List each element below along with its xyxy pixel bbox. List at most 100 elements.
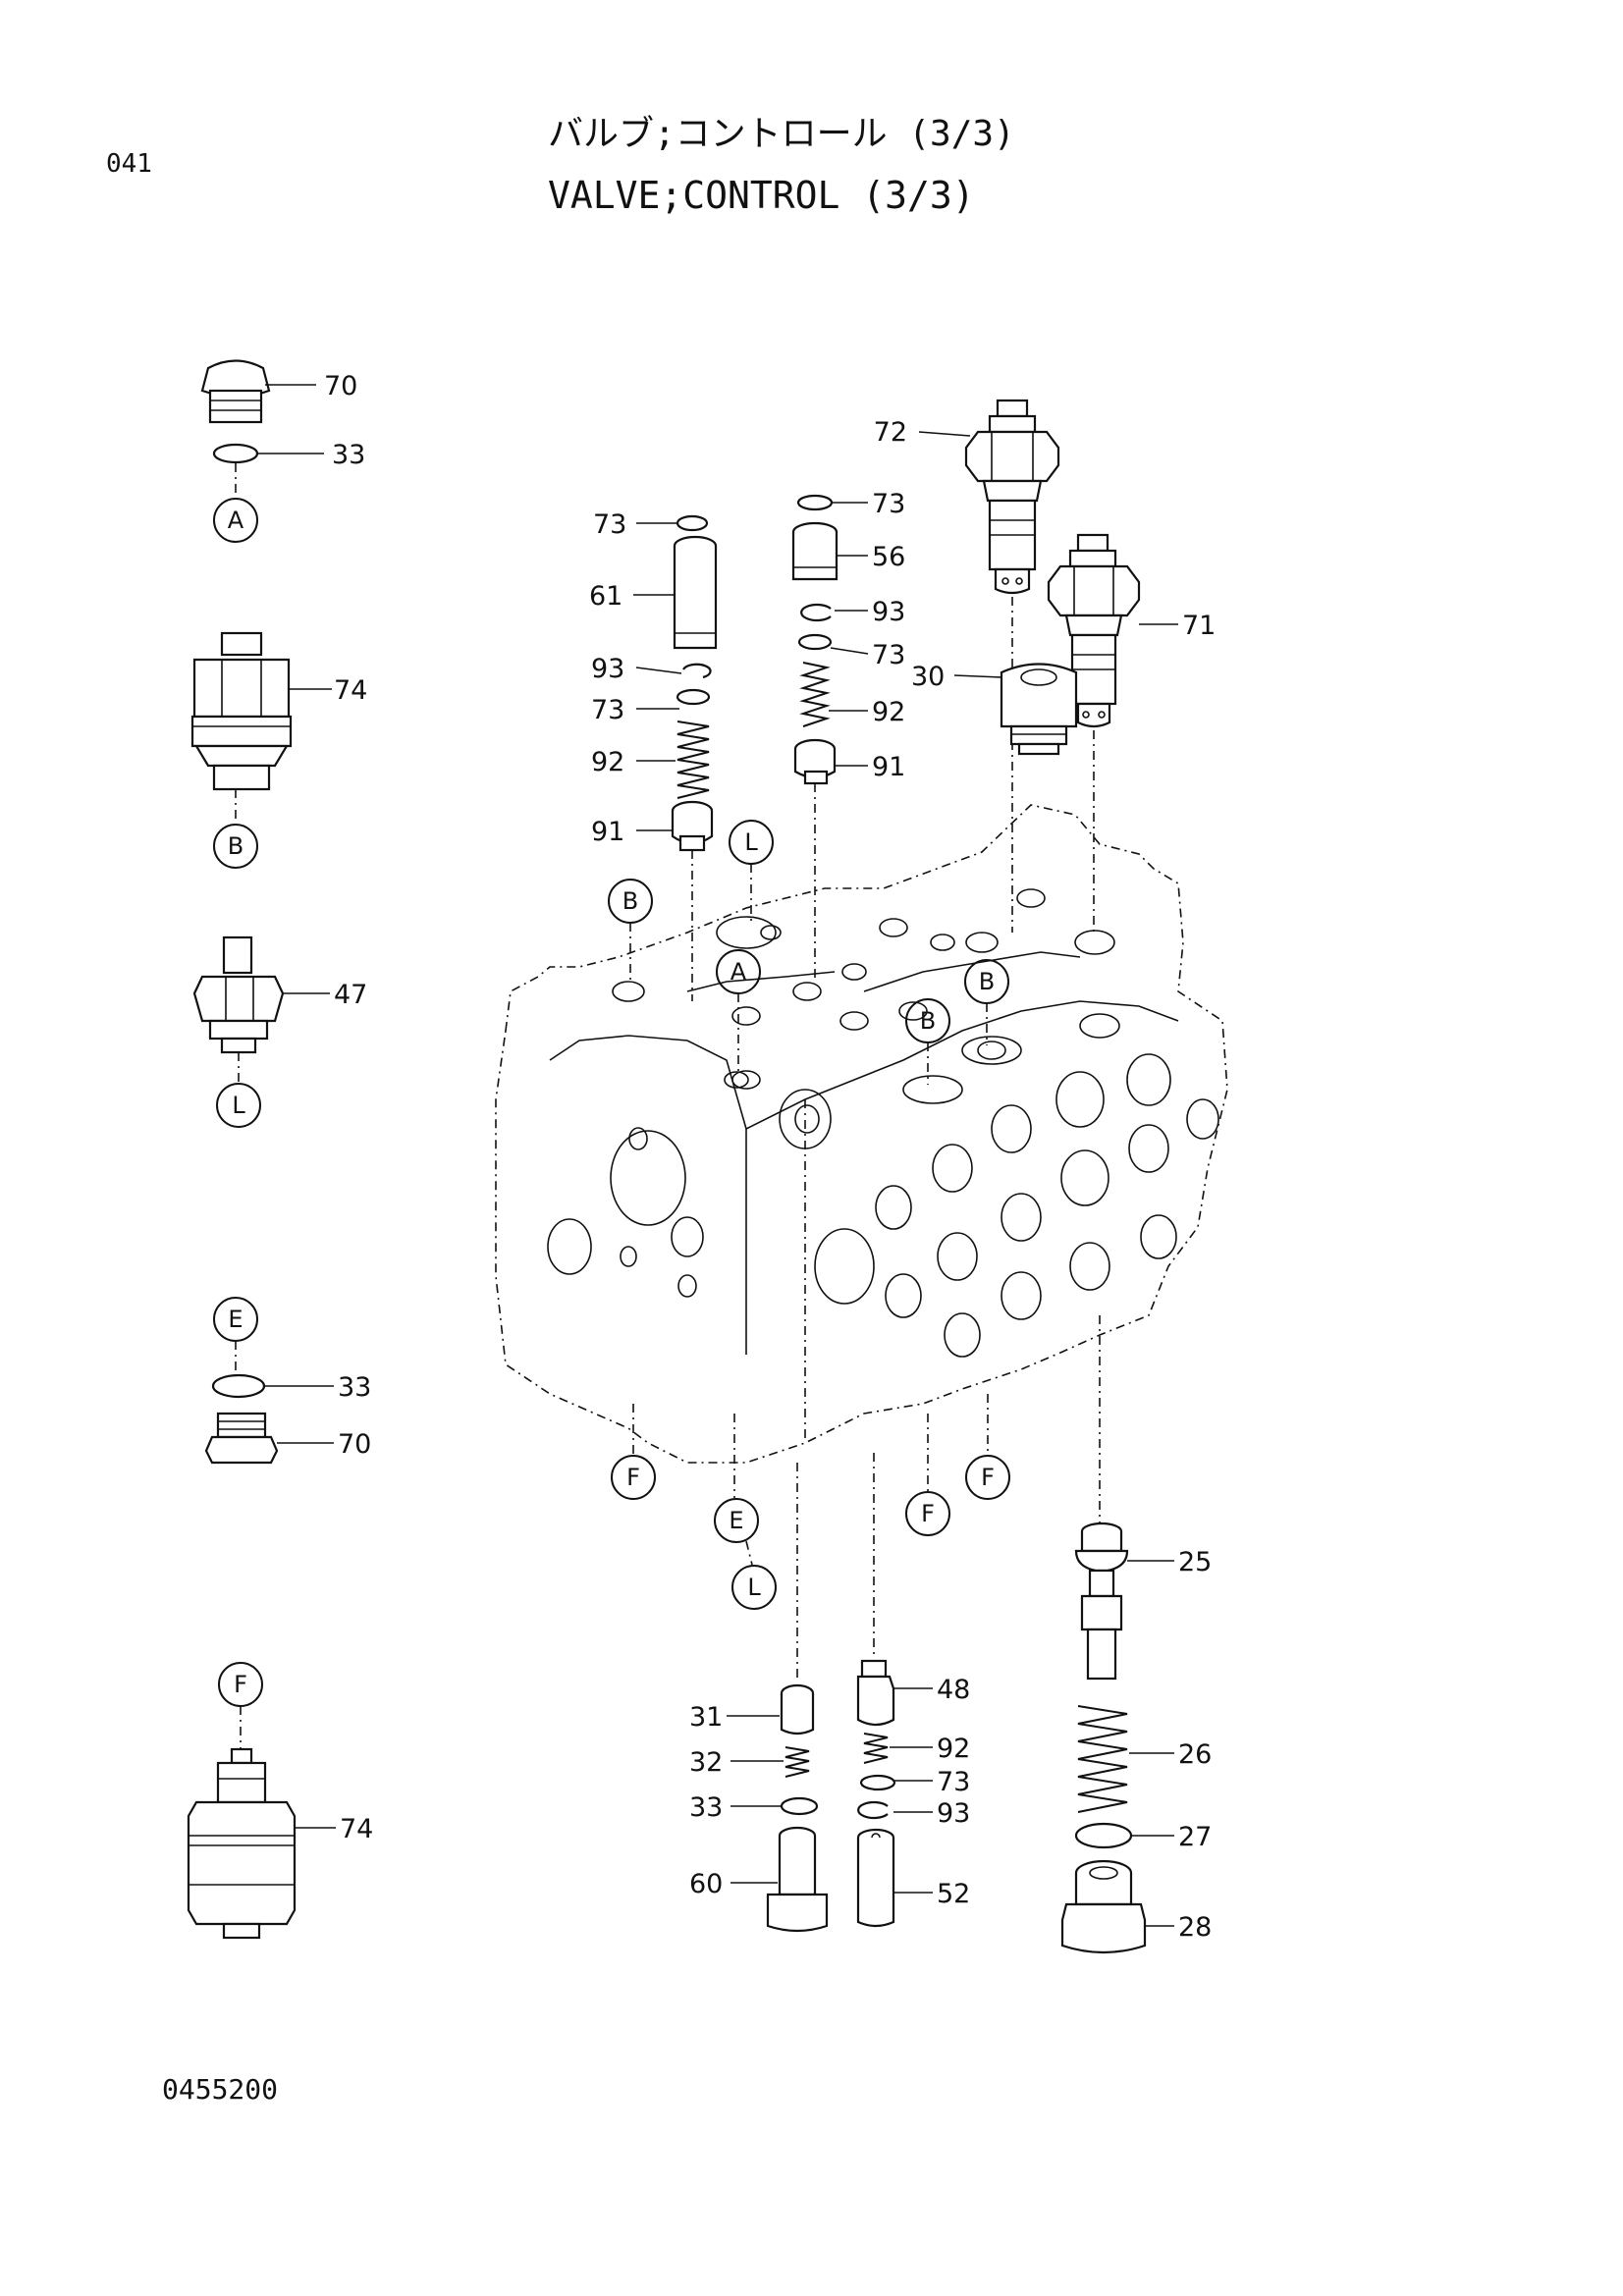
callout-93-b: 93	[872, 597, 905, 627]
ref-circle-a-body: A	[716, 949, 761, 1075]
callout-31: 31	[689, 1702, 723, 1733]
ref-circle-b-left: B	[213, 824, 258, 869]
svg-text:A: A	[730, 958, 747, 986]
callout-52: 52	[937, 1879, 970, 1909]
callout-92-b: 92	[872, 697, 905, 727]
ref-circle-f-1: F	[611, 1404, 656, 1500]
callout-61: 61	[589, 581, 622, 612]
callout-73-b: 73	[591, 695, 624, 725]
callout-72: 72	[874, 417, 907, 448]
svg-text:F: F	[626, 1464, 640, 1491]
o-ring-73-b: 73	[591, 688, 711, 725]
plug-70-lower: 70	[204, 1412, 371, 1465]
relief-valve-74-upper: 74	[190, 631, 367, 823]
o-ring-33-lower: 33	[211, 1372, 371, 1403]
sleeve-61: 61	[589, 535, 718, 650]
plug-70-top: 70	[200, 359, 357, 424]
plug-30: 30	[911, 662, 1078, 756]
callout-73-a: 73	[593, 509, 626, 540]
ref-circle-b-body-left: B	[608, 879, 653, 982]
callout-33-c: 33	[689, 1792, 723, 1823]
ref-circle-f-2: F	[905, 1414, 950, 1536]
svg-text:E: E	[729, 1507, 743, 1534]
svg-text:L: L	[744, 828, 758, 856]
ref-circle-l-left: L	[216, 1083, 261, 1128]
svg-text:B: B	[228, 832, 243, 860]
snap-ring-93-c: 93	[857, 1798, 970, 1829]
callout-73-d: 73	[872, 640, 905, 670]
title-english: VALVE;CONTROL (3/3)	[548, 174, 975, 217]
snap-ring-93-a: 93	[591, 654, 712, 684]
plug-60: 60	[689, 1826, 829, 1933]
ref-circle-a-left: A	[213, 498, 258, 543]
o-ring-73-d: 73	[797, 633, 905, 670]
spring-32: 32	[689, 1746, 810, 1778]
callout-70-lower: 70	[338, 1429, 371, 1460]
callout-33-top: 33	[332, 440, 365, 470]
callout-91-a: 91	[591, 817, 624, 847]
callout-74-lower: 74	[340, 1814, 373, 1844]
callout-74-upper: 74	[334, 675, 367, 706]
spring-26: 26	[1077, 1705, 1212, 1813]
spring-92-c: 92	[863, 1733, 970, 1764]
svg-text:B: B	[920, 1007, 936, 1035]
ref-circle-b-body-center: B	[905, 998, 950, 1085]
check-valve-47: 47	[192, 935, 367, 1082]
ref-circle-e-body: E	[714, 1414, 759, 1566]
page-code: 041	[106, 149, 152, 179]
valve-body	[495, 804, 1228, 1464]
ref-circle-b-body-right: B	[964, 959, 1009, 1045]
o-ring-73-e: 73	[859, 1767, 970, 1797]
callout-25: 25	[1178, 1547, 1212, 1577]
o-ring-27: 27	[1074, 1822, 1212, 1852]
svg-text:E: E	[228, 1306, 243, 1333]
callout-27: 27	[1178, 1822, 1212, 1852]
callout-28: 28	[1178, 1912, 1212, 1943]
o-ring-33-c: 33	[689, 1792, 819, 1823]
svg-text:L: L	[232, 1092, 245, 1119]
plug-28: 28	[1060, 1859, 1212, 1954]
callout-92-c: 92	[937, 1734, 970, 1764]
poppet-91-a: 91	[591, 800, 714, 1001]
svg-text:F: F	[921, 1500, 935, 1527]
spring-92-a: 92	[591, 721, 710, 799]
ref-circle-f-left: F	[218, 1662, 263, 1749]
svg-text:L: L	[747, 1574, 761, 1601]
callout-30: 30	[911, 662, 945, 692]
poppet-91-b: 91	[793, 738, 905, 982]
sleeve-52: 52	[856, 1828, 970, 1928]
callout-92-a: 92	[591, 747, 624, 777]
ref-circle-e-left: E	[213, 1297, 258, 1372]
callout-56: 56	[872, 542, 905, 572]
spool-25: 25	[1074, 1522, 1212, 1681]
svg-text:B: B	[979, 968, 995, 995]
drawing-number: 0455200	[162, 2073, 278, 2106]
callout-93-c: 93	[937, 1798, 970, 1829]
callout-73-e: 73	[937, 1767, 970, 1797]
relief-valve-74-lower: 74	[187, 1747, 373, 1940]
valve-72: 72	[874, 399, 1060, 933]
svg-text:F: F	[234, 1671, 247, 1698]
callout-73-c: 73	[872, 489, 905, 519]
snap-ring-93-b: 93	[800, 597, 905, 627]
callout-26: 26	[1178, 1739, 1212, 1770]
svg-text:A: A	[228, 507, 244, 534]
callout-47: 47	[334, 980, 367, 1010]
piston-31: 31	[689, 1683, 815, 1735]
o-ring-33-top: 33	[212, 440, 365, 497]
callout-91-b: 91	[872, 752, 905, 782]
ref-circle-f-3: F	[965, 1394, 1010, 1500]
callout-71: 71	[1182, 611, 1216, 641]
callout-33-lower: 33	[338, 1372, 371, 1403]
svg-text:B: B	[622, 887, 638, 915]
spring-92-b: 92	[799, 662, 905, 727]
ref-circle-l-body: L	[729, 820, 774, 923]
callout-70-top: 70	[324, 371, 357, 401]
o-ring-73-a: 73	[593, 509, 709, 540]
callout-93-a: 93	[591, 654, 624, 684]
callout-48: 48	[937, 1675, 970, 1705]
svg-text:F: F	[981, 1464, 995, 1491]
o-ring-73-c: 73	[796, 489, 905, 519]
callout-60: 60	[689, 1869, 723, 1899]
